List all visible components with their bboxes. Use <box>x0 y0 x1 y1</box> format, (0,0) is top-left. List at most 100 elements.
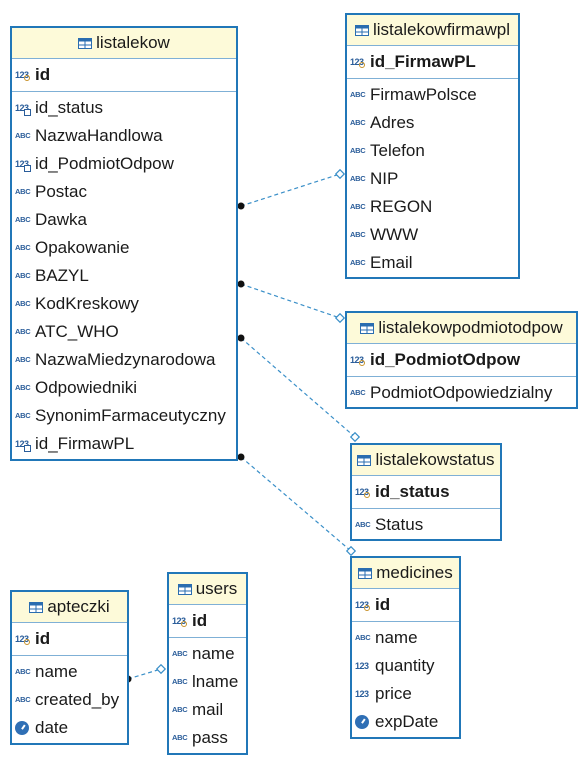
table-name: listalekowfirmawpl <box>373 20 510 39</box>
relation-many-end <box>237 280 245 288</box>
text-type-icon: ABC <box>15 695 31 704</box>
column-name: id_FirmawPL <box>35 434 135 453</box>
table-header[interactable]: listalekow <box>12 28 236 59</box>
column-name: Odpowiedniki <box>35 378 138 397</box>
table-header[interactable]: users <box>169 574 246 605</box>
numeric-key-icon: 123 <box>15 70 30 81</box>
numeric-foreign-key-icon: 123 <box>15 103 33 116</box>
text-type-icon: ABC <box>350 90 366 99</box>
table-header[interactable]: apteczki <box>12 592 127 623</box>
column-name: name <box>192 644 235 663</box>
column-name: expDate <box>375 712 439 731</box>
column-name: name <box>35 662 78 681</box>
column-name: NazwaHandlowa <box>35 126 163 145</box>
table-name: medicines <box>376 563 453 582</box>
column-name: NIP <box>370 169 399 188</box>
table-icon <box>177 583 192 595</box>
numeric-type-icon: 123 <box>355 661 369 671</box>
column-row[interactable]: ABC NazwaHandlowa <box>12 122 236 150</box>
text-type-icon: ABC <box>355 520 371 529</box>
column-row[interactable]: expDate <box>352 708 459 736</box>
text-type-icon: ABC <box>350 258 366 267</box>
column-name: id_FirmawPL <box>370 52 476 71</box>
relation-many-end <box>237 202 245 210</box>
link-apteczki-users <box>127 668 162 680</box>
column-name: id_status <box>375 482 450 501</box>
column-name: BAZYL <box>35 266 89 285</box>
text-type-icon: ABC <box>172 649 188 658</box>
text-type-icon: ABC <box>350 146 366 155</box>
table-header[interactable]: listalekowstatus <box>352 445 500 476</box>
table-header[interactable]: medicines <box>352 558 459 589</box>
column-name: pass <box>192 728 228 747</box>
text-type-icon: ABC <box>350 118 366 127</box>
column-row[interactable]: ABC BAZYL <box>12 262 236 290</box>
table-header[interactable]: listalekowpodmiotodpow <box>347 313 576 344</box>
clock-icon <box>15 721 29 735</box>
columns-section: ABC Status <box>352 509 500 541</box>
column-name: Status <box>375 515 424 534</box>
table-header[interactable]: listalekowfirmawpl <box>347 15 518 46</box>
column-row[interactable]: ABC NIP <box>347 165 518 193</box>
text-type-icon: ABC <box>15 271 31 280</box>
text-type-icon: ABC <box>350 388 366 397</box>
text-type-icon: ABC <box>15 355 31 364</box>
text-type-icon: ABC <box>15 411 31 420</box>
relation-one-end <box>345 545 357 557</box>
text-type-icon: ABC <box>350 174 366 183</box>
numeric-foreign-key-icon: 123 <box>15 159 33 172</box>
column-row[interactable]: date <box>12 714 127 742</box>
column-name: ATC_WHO <box>35 322 119 341</box>
column-name: mail <box>192 700 224 719</box>
text-type-icon: ABC <box>15 131 31 140</box>
text-type-icon: ABC <box>350 202 366 211</box>
column-row[interactable]: ABC Status <box>352 511 500 539</box>
column-row[interactable]: ABC name <box>169 640 246 668</box>
column-name: Dawka <box>35 210 87 229</box>
relation-one-end <box>334 168 346 180</box>
